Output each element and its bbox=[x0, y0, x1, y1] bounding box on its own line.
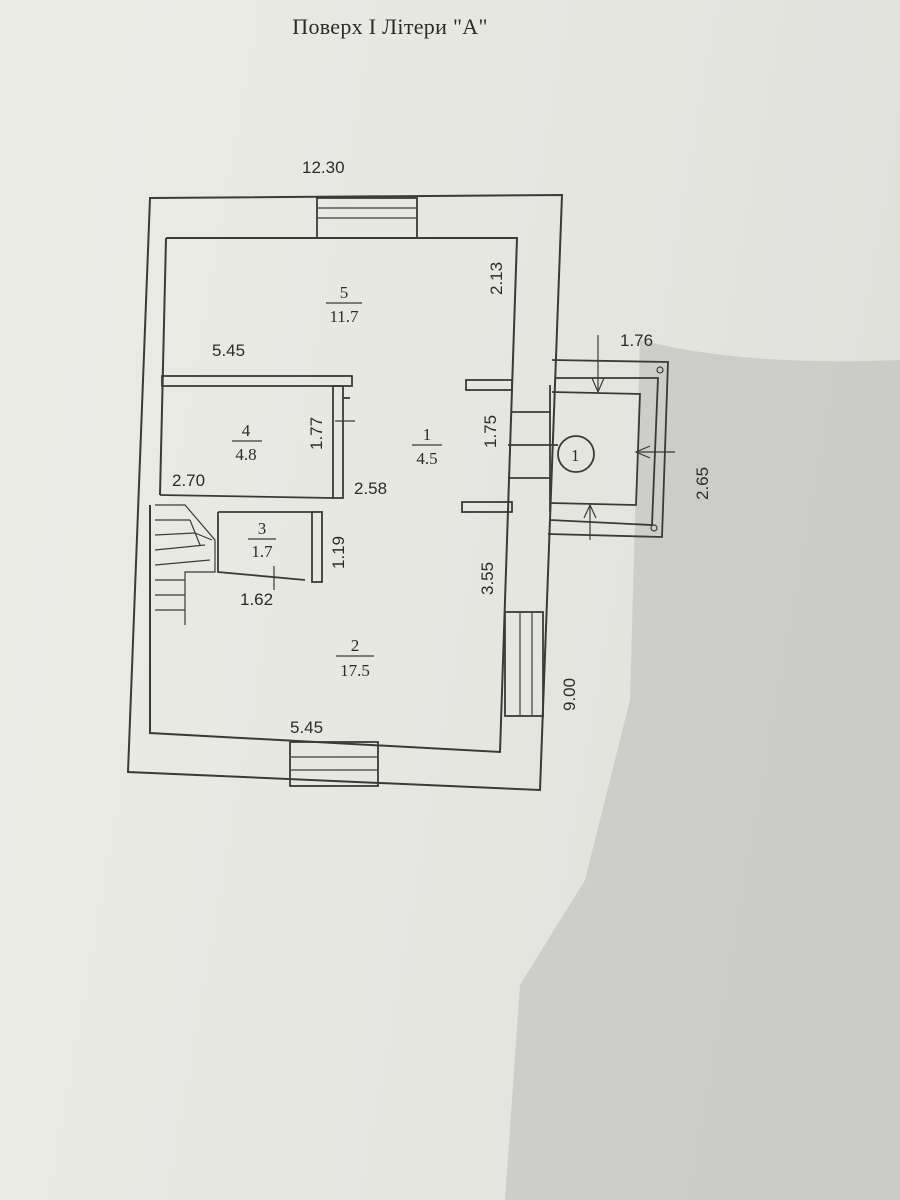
svg-text:4: 4 bbox=[242, 421, 251, 440]
room4-partition bbox=[159, 375, 355, 499]
sheet-title: Поверх I Літери "А" bbox=[292, 14, 488, 39]
entrance-passage bbox=[508, 385, 558, 512]
svg-text:5: 5 bbox=[340, 283, 349, 302]
dim-room3-depth: 1.19 bbox=[329, 536, 348, 569]
hall-walls bbox=[461, 379, 513, 513]
dim-room3-width: 1.62 bbox=[240, 590, 273, 609]
room-label-3: 3 1.7 bbox=[248, 519, 276, 561]
porch-marker bbox=[557, 435, 595, 473]
dim-room4-depth: 1.77 bbox=[307, 417, 326, 450]
top-window bbox=[316, 197, 418, 239]
outer-wall bbox=[126, 193, 564, 792]
dim-room5-depth: 2.13 bbox=[487, 262, 506, 295]
room3-closet bbox=[217, 511, 323, 590]
svg-text:4.8: 4.8 bbox=[235, 445, 256, 464]
svg-text:1.7: 1.7 bbox=[251, 542, 273, 561]
dim-hall-depth: 1.75 bbox=[481, 415, 500, 448]
inner-wall-left bbox=[159, 237, 167, 496]
dim-hall-width: 2.58 bbox=[354, 479, 387, 498]
svg-text:4.5: 4.5 bbox=[416, 449, 437, 468]
dim-porch-width: 1.76 bbox=[620, 331, 653, 350]
porch bbox=[547, 335, 675, 540]
bottom-window bbox=[289, 741, 379, 787]
dim-room2-width: 5.45 bbox=[290, 718, 323, 737]
dim-room5-width: 5.45 bbox=[212, 341, 245, 360]
dim-room2-depth: 3.55 bbox=[478, 562, 497, 595]
dim-overall-width: 12.30 bbox=[302, 158, 345, 177]
svg-text:2: 2 bbox=[351, 636, 360, 655]
dim-overall-depth: 9.00 bbox=[560, 678, 579, 711]
staircase bbox=[154, 504, 216, 625]
room-label-5: 5 11.7 bbox=[326, 283, 362, 326]
room-label-2: 2 17.5 bbox=[336, 636, 374, 680]
room-label-1: 1 4.5 bbox=[412, 425, 442, 468]
svg-text:3: 3 bbox=[258, 519, 267, 538]
right-window bbox=[504, 611, 544, 717]
porch-marker-label: 1 bbox=[571, 446, 580, 465]
room-label-4: 4 4.8 bbox=[232, 421, 262, 464]
svg-text:1: 1 bbox=[423, 425, 432, 444]
svg-text:11.7: 11.7 bbox=[329, 307, 359, 326]
dim-porch-depth: 2.65 bbox=[693, 467, 712, 500]
dim-room4-width: 2.70 bbox=[172, 471, 205, 490]
svg-text:17.5: 17.5 bbox=[340, 661, 370, 680]
